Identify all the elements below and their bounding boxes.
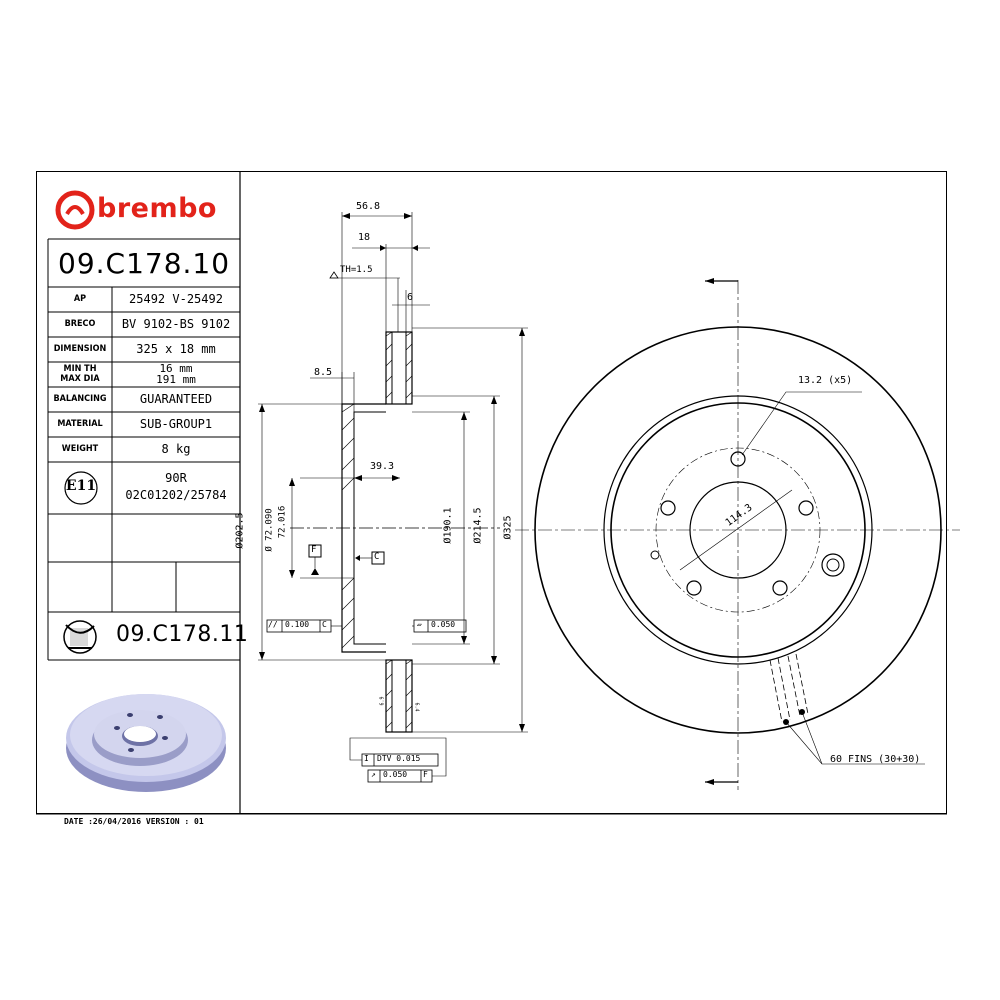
dim-6: 6 [407,292,414,303]
alt-part-number: 09.C178.11 [116,622,249,647]
spec-value-weight: 8 kg [161,442,191,456]
dim-56-8: 56.8 [356,201,381,212]
datum-f: F [311,545,317,555]
dim-190-1: Ø190.1 [442,507,454,544]
datum-c: C [374,552,380,562]
dim-small-b: 6.4 [413,702,420,712]
fins-label: 60 FINS (30+30) [830,754,921,765]
footer-date-version: DATE :26/04/2016 VERSION : 01 [64,817,204,826]
spec-label-weight: WEIGHT [61,444,99,454]
dim-th: TH=1.5 [340,265,373,275]
dim-small-a: 6.9 [379,696,386,706]
spec-label-min-th: MIN TH [63,364,97,374]
brand-logo: brembo [97,193,217,224]
dtv-symbol: I [364,754,369,763]
spec-value-breco: BV 9102-BS 9102 [121,317,231,331]
spec-label-breco: BRECO [64,319,96,329]
dim-72-090: Ø 72.090 [264,508,275,552]
dim-39-3: 39.3 [370,461,395,472]
spec-value-max-dia: 191 mm [156,373,196,386]
dim-202-5: Ø202.5 [234,512,246,549]
part-number: 09.C178.10 [58,247,231,280]
e11-mark-icon [64,471,98,505]
tol-flat-value: 0.050 [431,620,456,629]
approval-mark: E11 [65,478,97,494]
runout-ref: F [423,770,428,779]
spec-label-ap: AP [73,294,87,304]
tol-parallel-ref: C [322,620,327,629]
spec-value-ap: 25492 V-25492 [129,292,223,306]
approval-line2: 02C01202/25784 [125,488,227,502]
spec-value-min-max: 16 mm 191 mm [112,363,240,385]
approval-line1: 90R [165,471,187,485]
front-view [515,280,960,790]
dim-325: Ø325 [502,515,514,540]
runout-symbol: ↗ [371,770,376,779]
dim-214-5: Ø214.5 [472,507,484,544]
spec-value-material: SUB-GROUP1 [139,417,213,431]
spec-label-max-dia: MAX DIA [60,374,100,384]
dtv-value: DTV 0.015 [377,754,421,763]
dim-18: 18 [358,232,371,243]
spec-value-balancing: GUARANTEED [139,392,213,406]
spec-value-min-th: 16 mm [159,362,193,375]
brembo-logo-icon [55,190,95,230]
runout-value: 0.050 [383,770,408,779]
disc-render-image [66,694,226,792]
section-view [258,212,528,783]
tol-parallel-value: 0.100 [285,620,310,629]
dim-72-016: 72.016 [277,505,288,539]
bolt-hole-label: 13.2 (x5) [798,375,853,386]
tol-flat-symbol: ▱ [417,620,422,629]
disc-type-icon [63,620,97,654]
spec-label-balancing: BALANCING [53,394,107,404]
dim-8-5: 8.5 [314,367,333,378]
spec-label-dimension: DIMENSION [53,344,107,354]
spec-label-min-max: MIN TH MAX DIA [48,364,112,384]
spec-label-material: MATERIAL [57,419,103,429]
spec-value-dimension: 325 x 18 mm [136,342,216,356]
tol-parallel-symbol: // [268,620,278,629]
